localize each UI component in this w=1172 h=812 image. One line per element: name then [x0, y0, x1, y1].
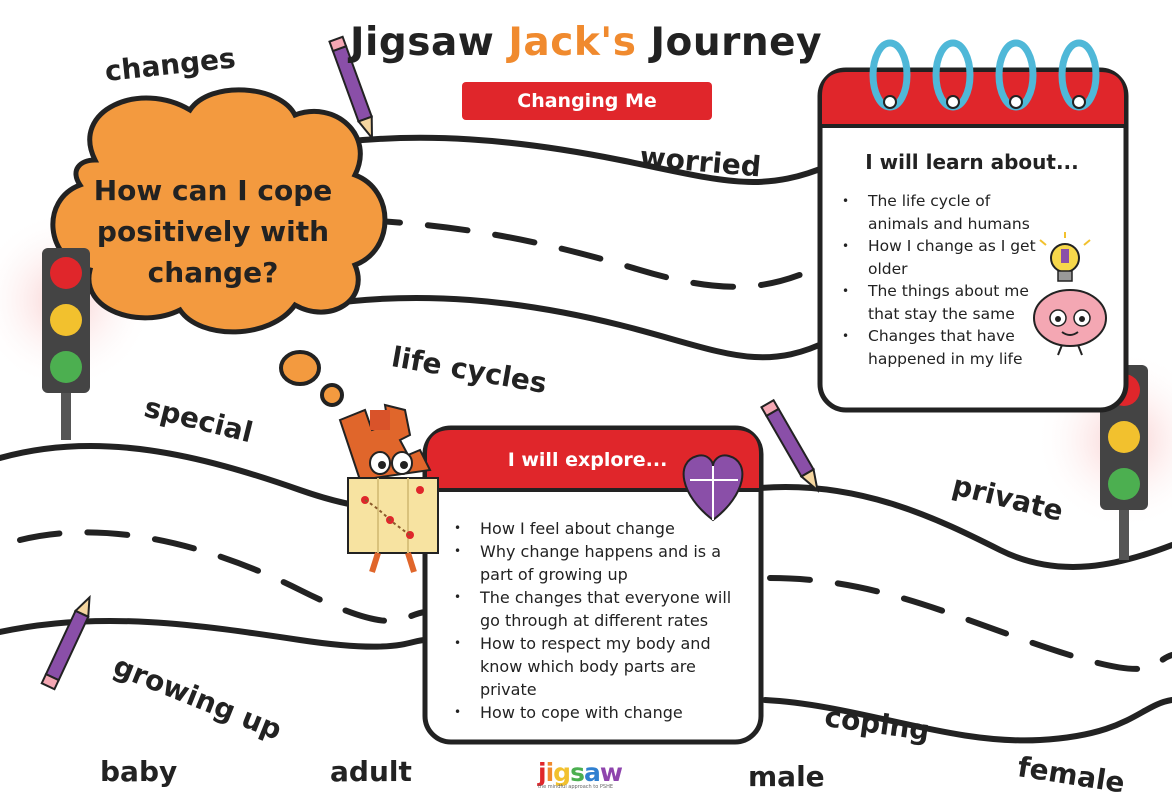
traffic-light-icon [42, 248, 90, 440]
logo-letter: i [545, 758, 555, 787]
explore-title: I will explore... [507, 449, 668, 471]
brain-icon [1033, 289, 1107, 356]
question-text: How can I cope positively with change? [93, 174, 333, 289]
learn-item: The life cycle of animals and humans [840, 190, 1050, 235]
word-baby: baby [100, 755, 178, 788]
logo-tagline: the mindful approach to PSHE [538, 784, 614, 790]
page-title: Jigsaw Jack's Journey [0, 20, 1172, 65]
logo-letter: w [599, 758, 623, 787]
logo-letter: j [538, 758, 547, 787]
explore-list: How I feel about change Why change happe… [452, 517, 752, 724]
jigsaw-logo: jigsaw [538, 758, 623, 787]
explore-item: How to respect my body and know which bo… [452, 632, 752, 701]
pencil-icon [40, 594, 91, 691]
explore-item: How I feel about change [452, 517, 752, 540]
pencil-icon [760, 398, 820, 493]
logo-letter: g [553, 758, 571, 787]
upper-road [317, 134, 833, 361]
subtitle-banner: Changing Me [462, 82, 712, 120]
heart-puzzle-icon [682, 454, 744, 522]
title-part2: Journey [650, 20, 822, 65]
learn-item: Changes that have happened in my life [840, 325, 1050, 370]
pencil-icon [328, 35, 374, 141]
word-male: male [748, 760, 825, 793]
explore-item: Why change happens and is a part of grow… [452, 540, 752, 586]
explore-item: How to cope with change [452, 701, 752, 724]
title-accent: Jack's [508, 20, 637, 65]
title-part1: Jigsaw [349, 20, 495, 65]
logo-letter: s [570, 758, 585, 787]
word-adult: adult [330, 755, 412, 788]
learn-title: I will learn about... [865, 150, 1079, 174]
learn-list: The life cycle of animals and humans How… [840, 190, 1050, 370]
learn-item: How I change as I get older [840, 235, 1050, 280]
logo-letter: a [583, 758, 601, 787]
jigsaw-jack-character [338, 403, 439, 573]
explore-item: The changes that everyone will go throug… [452, 586, 752, 632]
learn-item: The things about me that stay the same [840, 280, 1050, 325]
